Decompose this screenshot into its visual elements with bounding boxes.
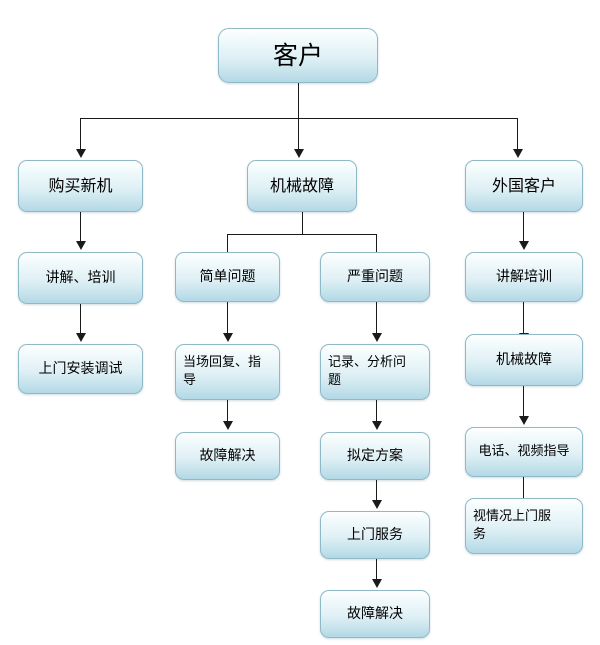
node-simple-1-label: 当场回复、指 导 — [183, 355, 262, 388]
connector-foreign-2-to-3 — [523, 386, 524, 417]
node-branch-purchase[interactable]: 购买新机 — [18, 160, 143, 212]
connector-purchase-1-to-2 — [80, 304, 81, 334]
arrowhead-to-foreign — [513, 149, 523, 158]
node-simple-2[interactable]: 故障解决 — [175, 432, 280, 480]
connector-bus-drop-right — [517, 118, 518, 150]
connector-foreign-to-1 — [523, 212, 524, 242]
connector-severe-1-to-2 — [376, 400, 377, 422]
node-purchase-2[interactable]: 上门安装调试 — [18, 344, 143, 394]
connector-failure-stem — [302, 212, 303, 235]
node-foreign-2-label: 机械故障 — [496, 351, 552, 368]
connector-foreign-1-to-2 — [523, 302, 524, 334]
arrowhead-severe-2 — [372, 421, 382, 430]
arrowhead-severe-4 — [372, 579, 382, 588]
connector-foreign-3-to-4 — [523, 477, 524, 508]
node-simple-issue-label: 简单问题 — [199, 268, 256, 285]
node-severe-3-label: 上门服务 — [347, 526, 403, 543]
node-foreign-4[interactable]: 视情况上门服 务 — [465, 498, 583, 554]
node-root-label: 客户 — [272, 40, 323, 70]
arrowhead-severe-1 — [372, 333, 382, 342]
node-branch-purchase-label: 购买新机 — [48, 176, 113, 196]
node-simple-2-label: 故障解决 — [199, 447, 256, 464]
connector-failure-drop-simple — [227, 234, 228, 259]
node-severe-1[interactable]: 记录、分析问 题 — [320, 344, 430, 400]
node-purchase-1-label: 讲解、培训 — [45, 269, 116, 286]
node-branch-foreign[interactable]: 外国客户 — [465, 160, 583, 212]
arrowhead-severe-3 — [372, 500, 382, 509]
connector-failure-bus — [227, 234, 377, 235]
node-foreign-1[interactable]: 讲解培训 — [465, 252, 583, 302]
arrowhead-purchase-1 — [76, 241, 86, 250]
connector-bus-drop-center — [298, 118, 299, 150]
node-branch-foreign-label: 外国客户 — [491, 176, 556, 196]
node-foreign-4-label: 视情况上门服 务 — [473, 509, 552, 542]
arrowhead-simple-1 — [223, 333, 233, 342]
node-severe-issue[interactable]: 严重问题 — [320, 252, 430, 302]
connector-simple-1-to-2 — [227, 400, 228, 422]
node-severe-4[interactable]: 故障解决 — [320, 590, 430, 638]
connector-purchase-to-1 — [80, 212, 81, 242]
node-branch-failure-label: 机械故障 — [269, 176, 334, 196]
node-severe-issue-label: 严重问题 — [347, 268, 403, 285]
arrowhead-purchase-2 — [76, 333, 86, 342]
arrowhead-to-failure — [294, 149, 304, 158]
connector-bus-drop-left — [80, 118, 81, 150]
node-simple-1[interactable]: 当场回复、指 导 — [175, 344, 280, 400]
connector-simple-to-1 — [227, 302, 228, 334]
arrowhead-foreign-1 — [519, 241, 529, 250]
connector-severe-3-to-4 — [376, 559, 377, 580]
node-purchase-2-label: 上门安装调试 — [38, 360, 123, 377]
node-foreign-3-label: 电话、视频指导 — [478, 444, 570, 460]
connector-failure-drop-severe — [376, 234, 377, 259]
node-severe-2[interactable]: 拟定方案 — [320, 432, 430, 480]
node-foreign-1-label: 讲解培训 — [496, 268, 552, 285]
node-foreign-2[interactable]: 机械故障 — [465, 334, 583, 386]
connector-root-stem — [298, 83, 299, 119]
connector-severe-2-to-3 — [376, 480, 377, 501]
node-purchase-1[interactable]: 讲解、培训 — [18, 252, 143, 304]
arrowhead-simple-2 — [223, 421, 233, 430]
connector-severe-to-1 — [376, 302, 377, 334]
node-root[interactable]: 客户 — [218, 28, 378, 83]
node-severe-1-label: 记录、分析问 题 — [328, 355, 407, 388]
node-severe-2-label: 拟定方案 — [347, 447, 403, 464]
node-branch-failure[interactable]: 机械故障 — [247, 160, 357, 212]
node-severe-3[interactable]: 上门服务 — [320, 511, 430, 559]
node-simple-issue[interactable]: 简单问题 — [175, 252, 280, 302]
arrowhead-foreign-3 — [519, 416, 529, 425]
arrowhead-to-purchase — [76, 149, 86, 158]
node-severe-4-label: 故障解决 — [347, 605, 403, 622]
node-foreign-3[interactable]: 电话、视频指导 — [465, 427, 583, 477]
